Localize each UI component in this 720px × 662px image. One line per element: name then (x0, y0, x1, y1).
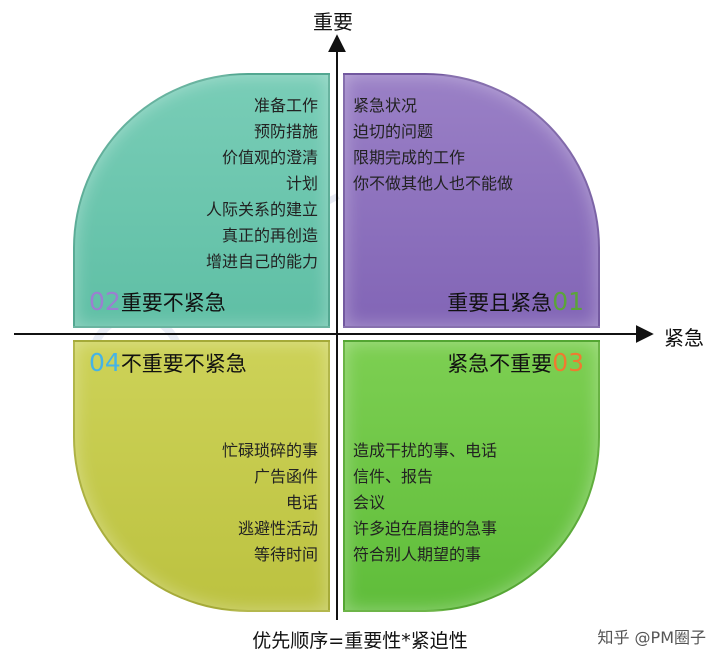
quadrant-item: 逃避性活动 (237, 519, 318, 538)
quadrant-item-list: 紧急状况迫切的问题限期完成的工作你不做其他人也不能做 (353, 93, 513, 197)
y-axis-label: 重要 (313, 10, 353, 34)
quadrant-item: 紧急状况 (353, 96, 418, 115)
quadrant-item: 限期完成的工作 (353, 148, 466, 167)
quadrant-item: 造成干扰的事、电话 (353, 441, 498, 460)
quadrant-item: 增进自己的能力 (205, 252, 318, 271)
quadrant-item: 准备工作 (253, 96, 318, 115)
quadrant-item: 价值观的澄清 (221, 148, 318, 167)
quadrant-number: 03 (552, 348, 584, 377)
quadrant-title: 紧急不重要03 (447, 348, 584, 378)
quadrant-item: 许多迫在眉捷的急事 (353, 519, 498, 538)
quadrant-item-list: 造成干扰的事、电话信件、报告会议许多迫在眉捷的急事符合别人期望的事 (353, 438, 497, 568)
quadrant-item: 信件、报告 (353, 467, 434, 486)
quadrant-item: 迫切的问题 (353, 122, 434, 141)
quadrant-item: 等待时间 (253, 545, 318, 564)
quadrant-item: 计划 (285, 174, 318, 193)
quadrant-number: 02 (89, 287, 121, 316)
quadrant-item: 符合别人期望的事 (353, 545, 482, 564)
quadrant-item: 人际关系的建立 (205, 200, 318, 219)
quadrant-item: 预防措施 (253, 122, 318, 141)
quadrant-title-text: 重要且紧急 (447, 291, 553, 315)
quadrant-item-list: 忙碌琐碎的事广告函件电话逃避性活动等待时间 (222, 438, 318, 568)
quadrant-number: 01 (552, 287, 584, 316)
quadrant-item: 电话 (285, 493, 318, 512)
quadrant-item: 会议 (353, 493, 386, 512)
quadrant-title-text: 重要不紧急 (120, 291, 226, 315)
quadrant-title: 02重要不紧急 (89, 287, 226, 317)
quadrant-important-not-urgent: 准备工作预防措施价值观的澄清计划人际关系的建立真正的再创造增进自己的能力 02重… (73, 73, 330, 328)
quadrant-item: 广告函件 (253, 467, 318, 486)
source-credit: 知乎 @PM圈子 (597, 628, 706, 647)
quadrant-item-list: 准备工作预防措施价值观的澄清计划人际关系的建立真正的再创造增进自己的能力 (206, 93, 318, 275)
quadrant-item: 忙碌琐碎的事 (221, 441, 318, 460)
quadrant-title-text: 紧急不重要 (447, 352, 553, 376)
quadrant-item: 你不做其他人也不能做 (353, 174, 514, 193)
quadrant-title-text: 不重要不紧急 (120, 352, 247, 376)
quadrant-item: 真正的再创造 (221, 226, 318, 245)
formula-caption: 优先顺序=重要性*紧迫性 (252, 630, 468, 652)
quadrant-title: 04不重要不紧急 (89, 348, 247, 378)
x-axis-label: 紧急 (664, 326, 704, 350)
quadrant-number: 04 (89, 348, 121, 377)
quadrant-title: 重要且紧急01 (447, 287, 584, 317)
